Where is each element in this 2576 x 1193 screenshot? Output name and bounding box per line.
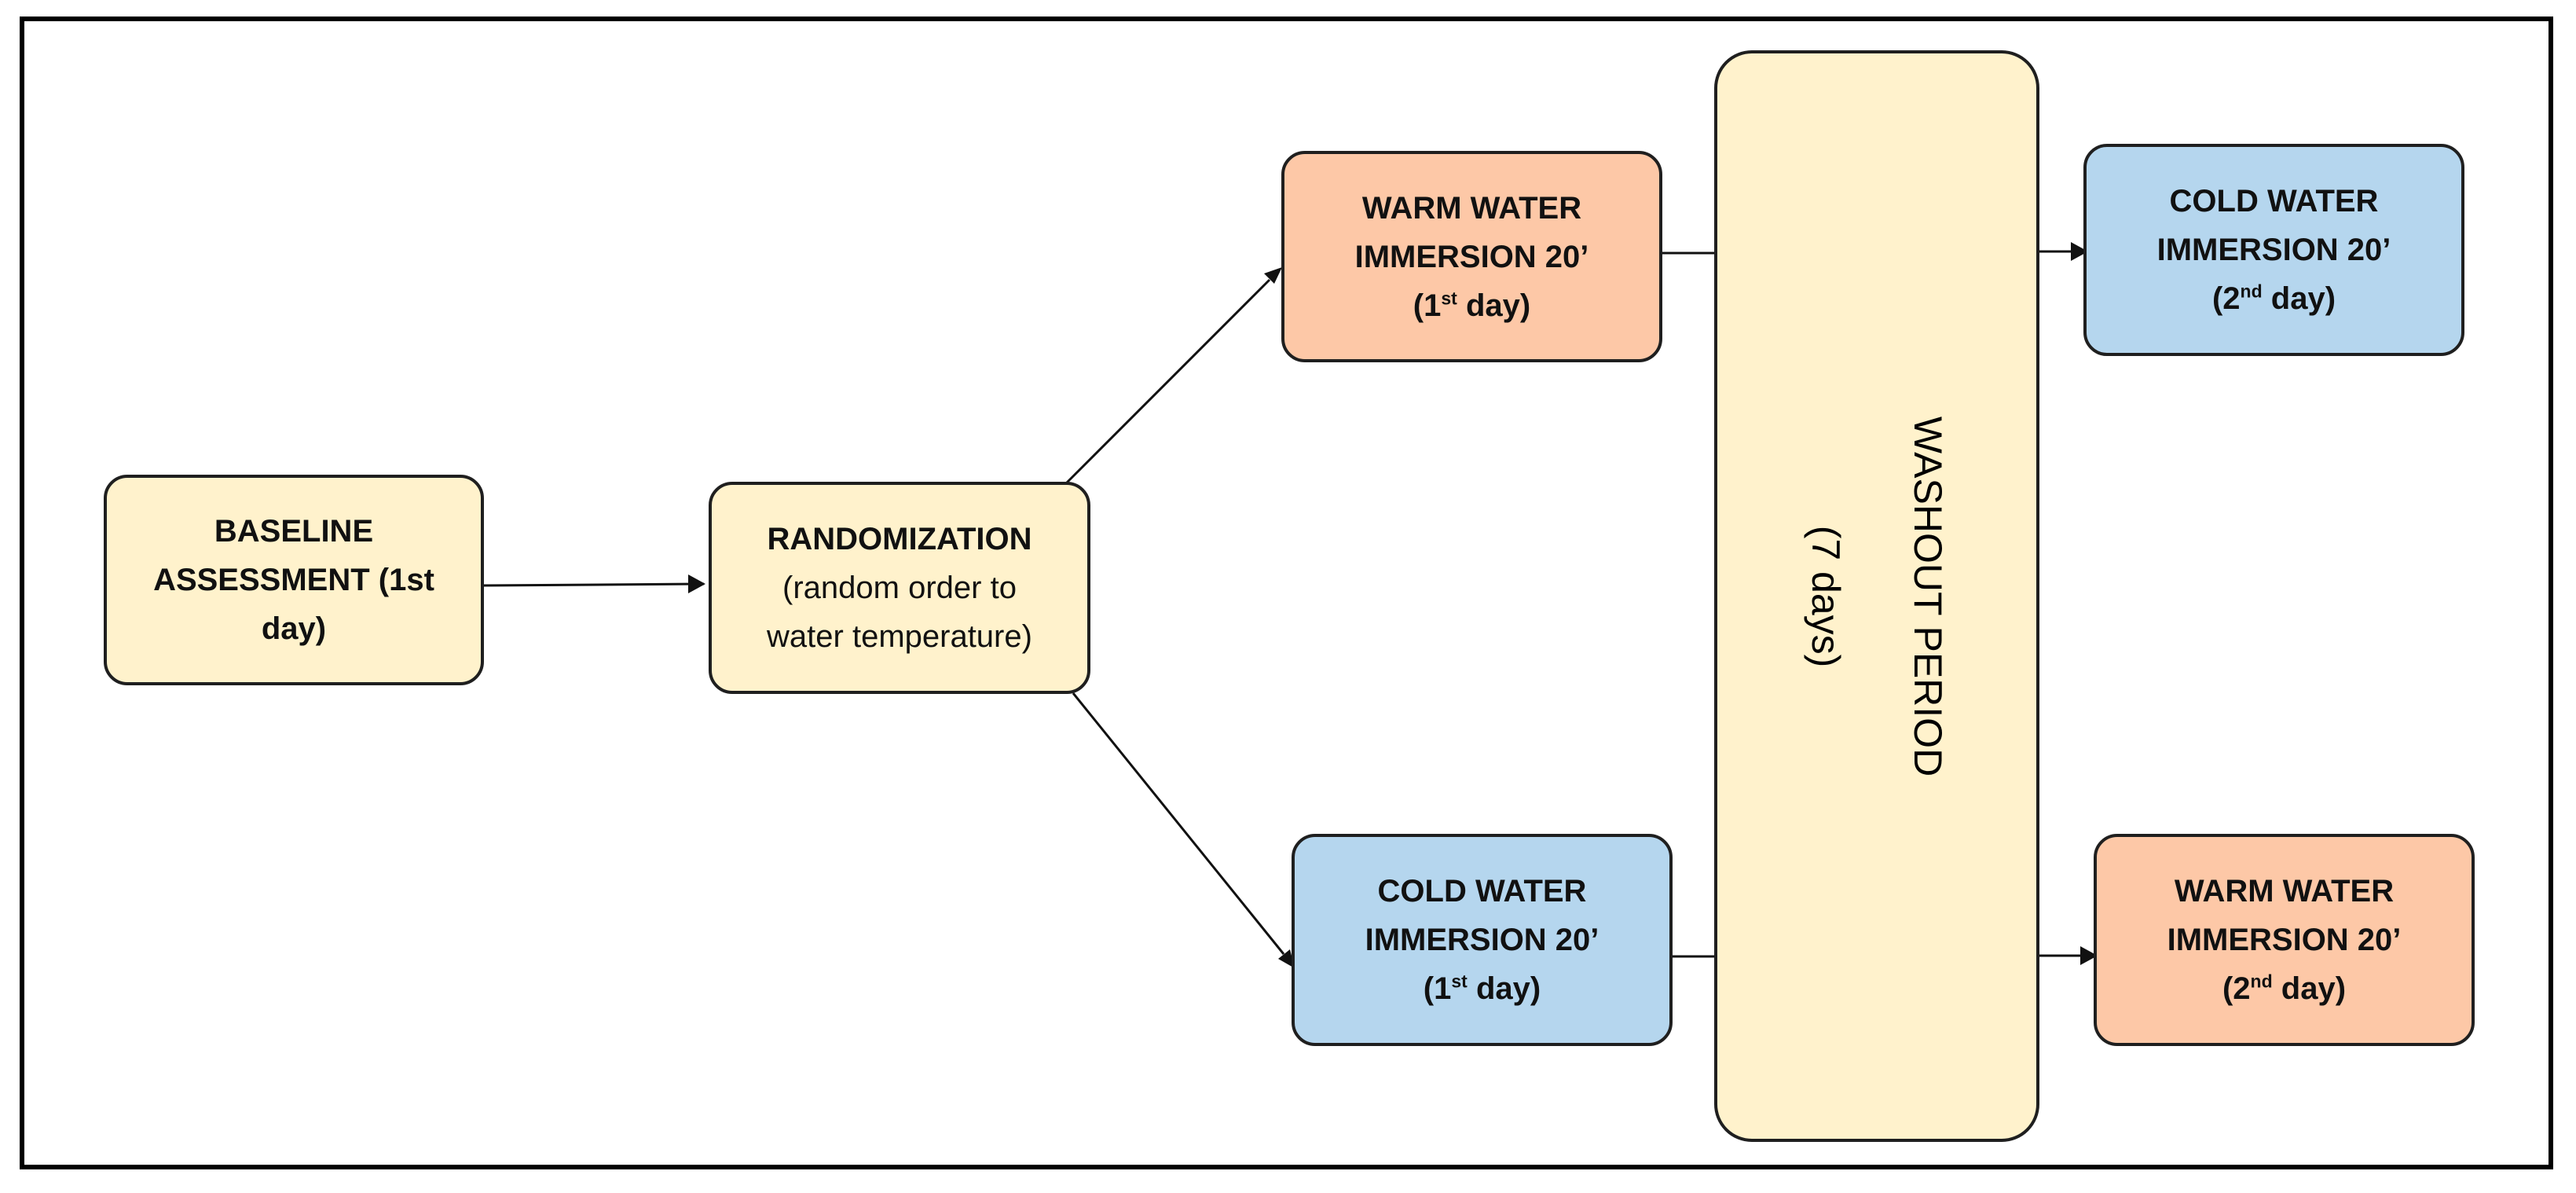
randomization-box: RANDOMIZATION (random order to water tem… xyxy=(709,482,1090,694)
arrow-baseline-to-randomization xyxy=(482,582,705,587)
randomization-title: RANDOMIZATION xyxy=(767,522,1032,556)
warm-water-day2-box: WARM WATER IMMERSION 20’ (2nd day) xyxy=(2094,834,2475,1046)
arrowhead-randomization xyxy=(688,574,705,593)
warm-water-day1-box: WARM WATER IMMERSION 20’ (1st day) xyxy=(1281,151,1662,362)
arrowhead-warm-day2 xyxy=(2080,946,2098,965)
washout-duration: (7 days) xyxy=(1804,525,1848,667)
baseline-assessment-box: BASELINE ASSESSMENT (1st day) xyxy=(104,475,484,685)
warm-day2-day-label: (2nd day) xyxy=(2222,971,2347,1006)
arrowhead-cold-day1 xyxy=(1278,949,1295,968)
cold-day1-line-1: COLD WATER xyxy=(1377,874,1587,909)
warm-day1-day-label: (1st day) xyxy=(1413,288,1531,323)
cold-water-day1-box: COLD WATER IMMERSION 20’ (1st day) xyxy=(1292,834,1673,1046)
randomization-line-3: water temperature) xyxy=(767,619,1032,654)
cold-day1-day-label: (1st day) xyxy=(1423,971,1541,1006)
warm-day2-line-1: WARM WATER xyxy=(2174,874,2395,909)
baseline-line-2: ASSESSMENT (1st xyxy=(153,563,434,597)
randomization-line-2: (random order to xyxy=(782,571,1017,605)
cold-water-day2-box: COLD WATER IMMERSION 20’ (2nd day) xyxy=(2083,144,2464,356)
warm-day1-line-2: IMMERSION 20’ xyxy=(1354,239,1589,274)
cold-day2-day-label: (2nd day) xyxy=(2211,281,2336,316)
arrowhead-warm-day1 xyxy=(1264,267,1282,284)
cold-day2-line-1: COLD WATER xyxy=(2169,184,2379,218)
baseline-line-3: day) xyxy=(261,611,327,646)
arrowhead-cold-day2 xyxy=(2071,242,2088,261)
washout-period-box: WASHOUT PERIOD (7 days) xyxy=(1714,50,2039,1142)
diagram-frame xyxy=(20,17,2553,1169)
arrow-randomization-to-cold-day1 xyxy=(1072,692,1285,955)
warm-day2-line-2: IMMERSION 20’ xyxy=(2167,923,2402,957)
washout-label: WASHOUT PERIOD (7 days) xyxy=(1775,416,1979,776)
washout-title: WASHOUT PERIOD xyxy=(1906,416,1950,776)
baseline-line-1: BASELINE xyxy=(214,514,374,549)
warm-day1-line-1: WARM WATER xyxy=(1361,190,1582,226)
arrow-randomization-to-warm-day1 xyxy=(1065,278,1271,484)
cold-day2-line-2: IMMERSION 20’ xyxy=(2156,233,2391,267)
cold-day1-line-2: IMMERSION 20’ xyxy=(1365,923,1599,957)
